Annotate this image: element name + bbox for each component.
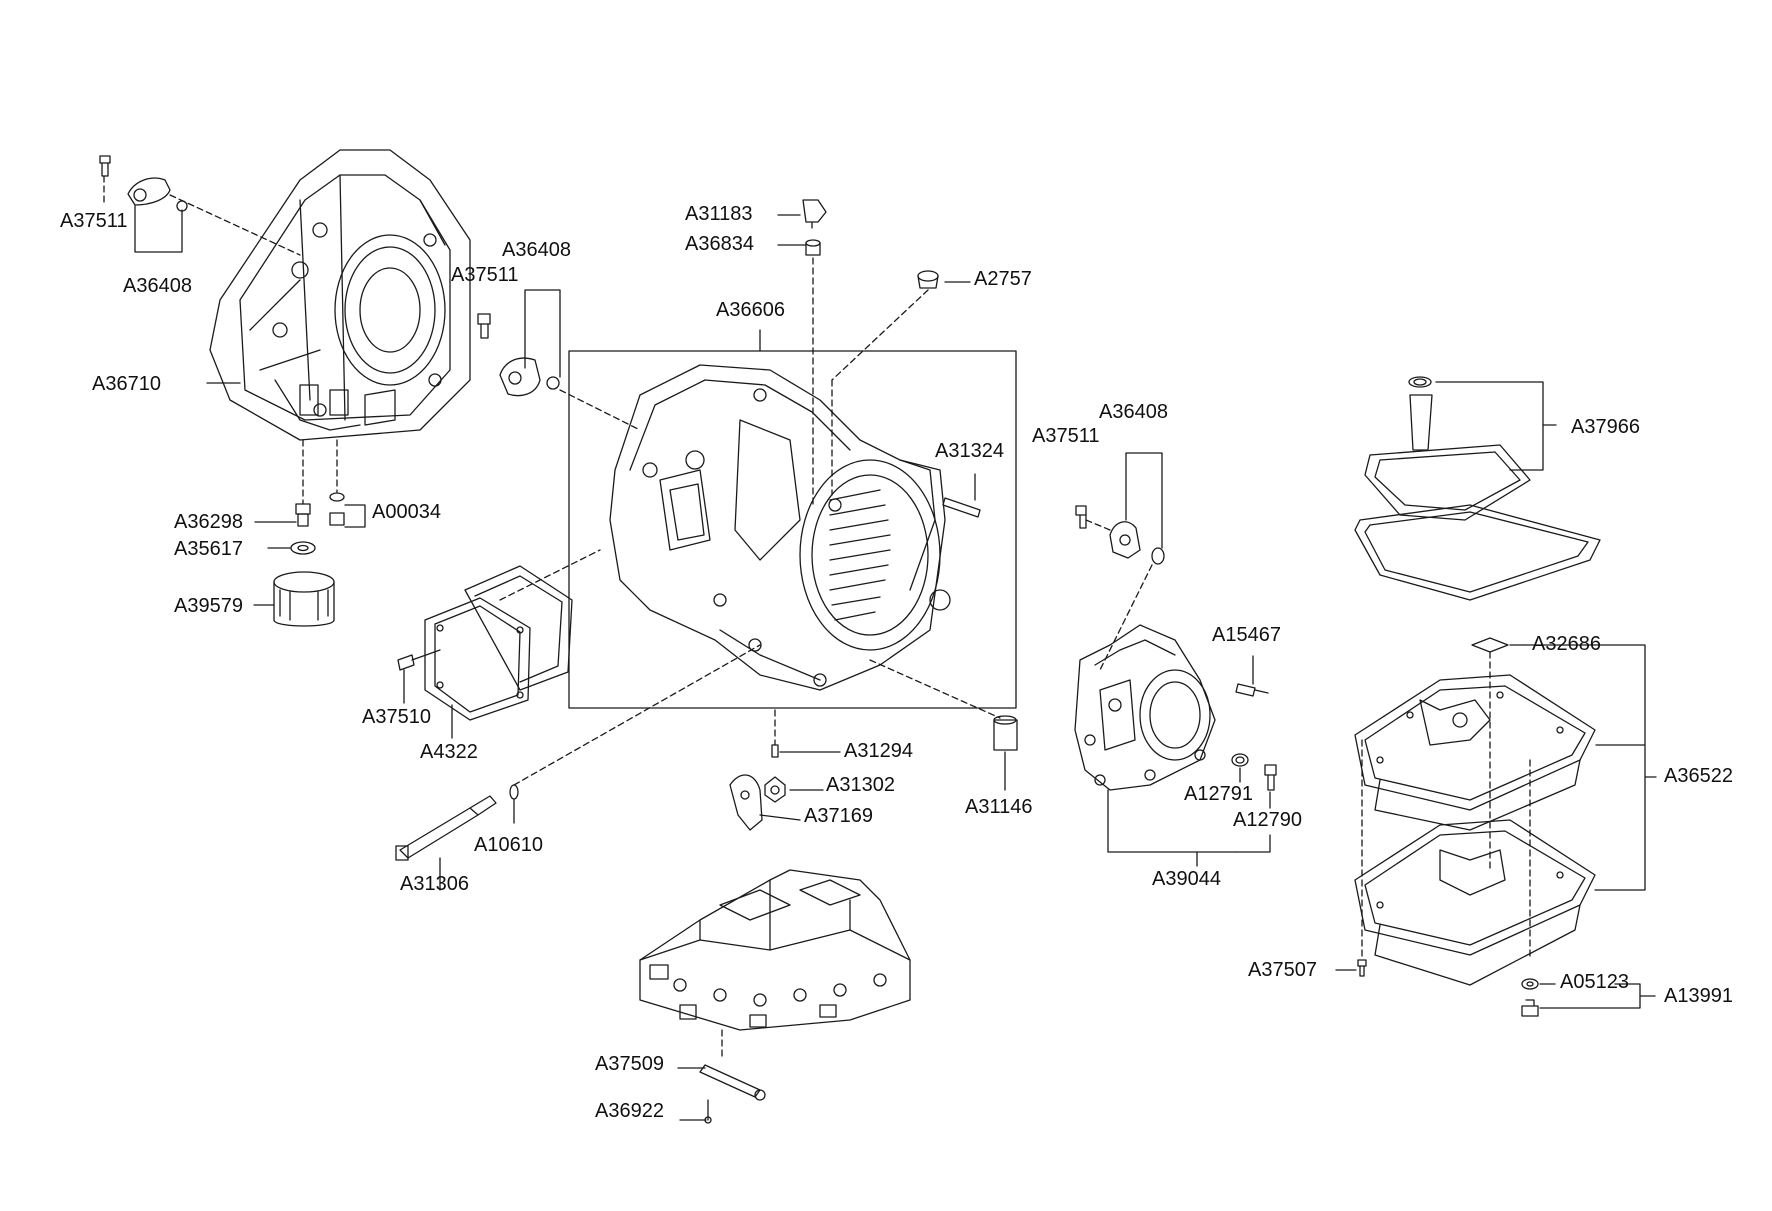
label-a12790: A12790: [1233, 809, 1302, 831]
label-a31302: A31302: [826, 774, 895, 796]
main-case-a36606: [609, 364, 951, 691]
valve-body-part: [639, 869, 911, 1031]
bolt-a15467: [1235, 683, 1269, 697]
cover-plate-a4322: [424, 565, 573, 721]
label-a12791: A12791: [1184, 783, 1253, 805]
bolt-a37511-right: [1075, 505, 1087, 529]
seal-a12791: [1231, 753, 1249, 767]
oil-filter-a39579: [273, 571, 335, 627]
nut-a31302: [764, 776, 786, 803]
filter-a37966: [1364, 376, 1531, 521]
label-a36522: A36522: [1664, 765, 1733, 787]
label-a37511-center: A37511: [451, 264, 519, 286]
pin-a31324: [942, 497, 981, 518]
washer-a35617: [290, 541, 316, 555]
oil-pan-upper: [1354, 674, 1596, 831]
pin-a31294: [771, 744, 779, 758]
label-a13991: A13991: [1664, 985, 1733, 1007]
bolt-a37507: [1357, 959, 1367, 977]
label-a37511-right: A37511: [1032, 425, 1100, 447]
gasket-a32686: [1471, 637, 1509, 653]
plugs-a00034: [329, 492, 345, 526]
label-a2757: A2757: [974, 268, 1032, 290]
label-a37169: A37169: [804, 805, 873, 827]
label-a35617: A35617: [174, 538, 243, 560]
bolt-a37511-top-left: [99, 155, 111, 177]
manual-valve-a37509: [699, 1064, 766, 1101]
filter-gasket: [1354, 504, 1601, 601]
label-a10610: A10610: [474, 834, 543, 856]
label-a31306: A31306: [400, 873, 469, 895]
oil-pan-lower: [1354, 819, 1596, 986]
label-a36408-right: A36408: [1099, 401, 1168, 423]
grommet-a36834: [805, 239, 821, 256]
label-a37966: A37966: [1571, 416, 1640, 438]
washer-a05123: [1521, 978, 1539, 990]
label-a36834: A36834: [685, 233, 754, 255]
shaft-a31306: [395, 795, 497, 861]
label-a36922: A36922: [595, 1100, 664, 1122]
label-a05123: A05123: [1560, 971, 1629, 993]
fitting-a36298: [295, 503, 311, 527]
sensor-a31183: [802, 199, 827, 229]
main-case-outline-box: [568, 350, 1017, 709]
label-a37510: A37510: [362, 706, 431, 728]
label-a31294: A31294: [844, 740, 913, 762]
label-a36408-top-left: A36408: [123, 275, 192, 297]
detent-lever-a37169: [729, 774, 763, 831]
bolt-a37510: [397, 649, 441, 671]
label-a32686: A32686: [1532, 633, 1601, 655]
label-a36408-center: A36408: [502, 239, 571, 261]
label-a15467: A15467: [1212, 624, 1281, 646]
pin-a31146: [993, 715, 1018, 751]
label-a37511-top-left: A37511: [60, 210, 128, 232]
label-a37509: A37509: [595, 1053, 664, 1075]
label-a00034: A00034: [372, 501, 441, 523]
sensor-a36408-right: [1109, 521, 1165, 565]
ring-a10610: [509, 784, 519, 800]
bell-housing-part: [209, 149, 471, 441]
sensor-a36408-top-left: [127, 177, 188, 212]
label-a36606: A36606: [716, 299, 785, 321]
label-a31146: A31146: [965, 796, 1033, 818]
label-a31183: A31183: [685, 203, 753, 225]
label-a4322: A4322: [420, 741, 478, 763]
drain-plug-a13991: [1521, 999, 1539, 1017]
label-a36298: A36298: [174, 511, 243, 533]
plug-a2757: [917, 270, 939, 289]
label-a36710: A36710: [92, 373, 161, 395]
label-a31324: A31324: [935, 440, 1004, 462]
label-a37507: A37507: [1248, 959, 1317, 981]
label-a39044: A39044: [1152, 868, 1221, 890]
sensor-a36408-center: [499, 357, 560, 397]
plug-a12790: [1264, 764, 1277, 791]
bolt-a37511-center: [477, 313, 491, 339]
label-a39579: A39579: [174, 595, 243, 617]
extension-housing-part: [1074, 624, 1216, 791]
